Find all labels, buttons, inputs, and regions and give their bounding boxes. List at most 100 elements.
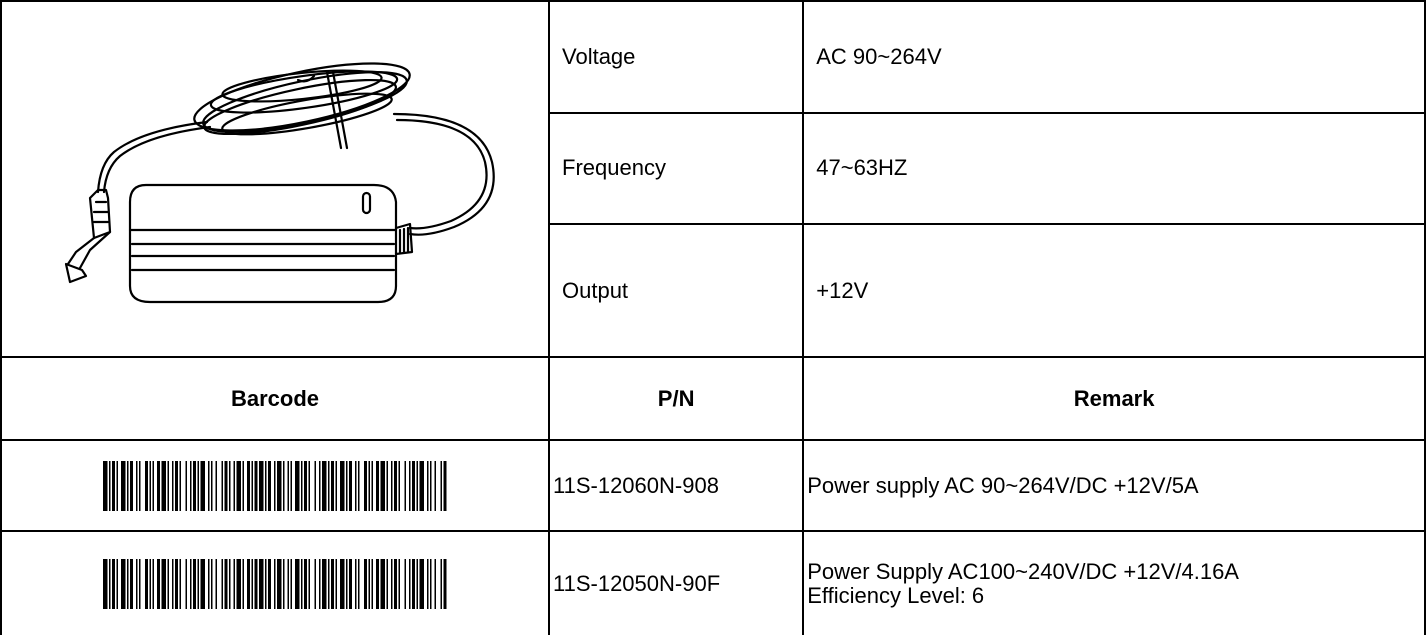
- barcode-bar: [430, 460, 432, 511]
- spec-value-frequency: 47~63HZ: [802, 111, 1426, 226]
- spec-value-voltage: AC 90~264V: [802, 0, 1426, 114]
- barcode-bar: [193, 460, 196, 511]
- barcode-bar: [404, 460, 406, 511]
- barcode-bar: [427, 460, 429, 511]
- barcode-bar: [335, 460, 337, 511]
- barcode-bar: [328, 558, 330, 609]
- barcode-bar: [139, 460, 141, 511]
- header-barcode: Barcode: [0, 356, 550, 441]
- barcode-bar: [197, 558, 199, 609]
- barcode-bar: [394, 558, 397, 609]
- barcode-bar: [304, 460, 307, 511]
- header-remark: Remark: [802, 356, 1426, 441]
- barcode-bar: [287, 558, 289, 609]
- table-row: 11S-12050N-90F Power Supply AC100~240V/D…: [0, 530, 1426, 635]
- barcode-bar: [161, 460, 166, 511]
- barcode-bar: [229, 558, 231, 609]
- barcode-bar: [190, 460, 192, 511]
- barcode-bar: [434, 460, 436, 511]
- barcode-bar: [233, 558, 235, 609]
- barcode-bar: [116, 558, 118, 609]
- barcode-bar: [127, 558, 129, 609]
- barcode-bar: [130, 558, 133, 609]
- barcode-bar: [304, 558, 307, 609]
- barcode-bar: [391, 558, 393, 609]
- barcode-bar: [368, 460, 370, 511]
- barcode-bar: [440, 558, 442, 609]
- barcode-bar: [197, 460, 199, 511]
- barcode-bar: [215, 558, 217, 609]
- barcode-bar: [268, 460, 271, 511]
- header-pn: P/N: [547, 356, 805, 441]
- barcode-bar: [364, 558, 367, 609]
- barcode-bar: [211, 558, 213, 609]
- barcode-bar: [355, 460, 357, 511]
- spec-label-output: Output: [547, 223, 805, 358]
- barcode-bar: [434, 558, 436, 609]
- barcode-bar: [380, 460, 385, 511]
- barcode-bar: [152, 460, 154, 511]
- barcode-bar: [200, 558, 205, 609]
- barcode-bar: [404, 558, 406, 609]
- barcode-bar: [265, 558, 267, 609]
- barcode-bar: [175, 558, 178, 609]
- barcode-bar: [283, 558, 285, 609]
- barcode-bar: [412, 460, 415, 511]
- barcode-bar: [172, 558, 174, 609]
- barcode-bar: [172, 460, 174, 511]
- part-number: 11S-12050N-90F: [547, 530, 805, 635]
- barcode-bar: [394, 460, 397, 511]
- barcode-bar: [112, 460, 115, 511]
- remark-line: Power supply AC 90~264V/DC +12V/5A: [807, 472, 1199, 498]
- barcode-bar: [233, 460, 235, 511]
- barcode-bar: [295, 460, 300, 511]
- barcode-bar: [109, 460, 111, 511]
- barcode-bar: [430, 558, 432, 609]
- barcode-bar: [254, 558, 258, 609]
- barcode-bar: [185, 558, 187, 609]
- barcode-bar: [283, 460, 285, 511]
- barcode-bar: [149, 460, 151, 511]
- barcode-bar: [236, 460, 241, 511]
- barcode-bar: [319, 460, 321, 511]
- barcode-bar: [440, 460, 442, 511]
- barcode-bar: [290, 558, 292, 609]
- barcode-bar: [443, 558, 447, 609]
- barcode-bar: [167, 460, 169, 511]
- barcode-bar: [364, 460, 367, 511]
- barcode-bar: [259, 460, 264, 511]
- barcode-bar: [427, 558, 429, 609]
- barcode-bar: [179, 460, 181, 511]
- barcode-bar: [376, 558, 379, 609]
- barcode-bar: [322, 558, 327, 609]
- barcode-bar: [161, 558, 166, 609]
- barcode-bar: [371, 460, 373, 511]
- barcode-bar: [314, 558, 316, 609]
- barcode-bar: [409, 460, 411, 511]
- barcode-bar: [224, 558, 228, 609]
- power-adapter-image: [64, 62, 495, 304]
- barcode-bar: [391, 460, 393, 511]
- barcode-bar: [349, 558, 352, 609]
- barcode-bar: [277, 558, 282, 609]
- barcode-image: [103, 460, 447, 511]
- barcode-bar: [419, 558, 424, 609]
- barcode-bar: [190, 558, 192, 609]
- barcode-bar: [221, 460, 223, 511]
- barcode-bar: [116, 460, 118, 511]
- barcode-bar: [314, 460, 316, 511]
- barcode-bar: [251, 558, 253, 609]
- barcode-bar: [167, 558, 169, 609]
- remark-line: Efficiency Level: 6: [807, 582, 985, 608]
- barcode-bar: [211, 460, 213, 511]
- barcode-bar: [358, 558, 360, 609]
- barcode-bar: [103, 558, 108, 609]
- barcode-cell: [0, 439, 550, 532]
- barcode-bar: [149, 558, 151, 609]
- spec-label-voltage: Voltage: [547, 0, 805, 114]
- barcode-bar: [301, 558, 303, 609]
- remark-cell: Power Supply AC100~240V/DC +12V/4.16A Ef…: [802, 530, 1426, 635]
- barcode-bar: [290, 460, 292, 511]
- barcode-bar: [251, 460, 253, 511]
- barcode-bar: [208, 558, 210, 609]
